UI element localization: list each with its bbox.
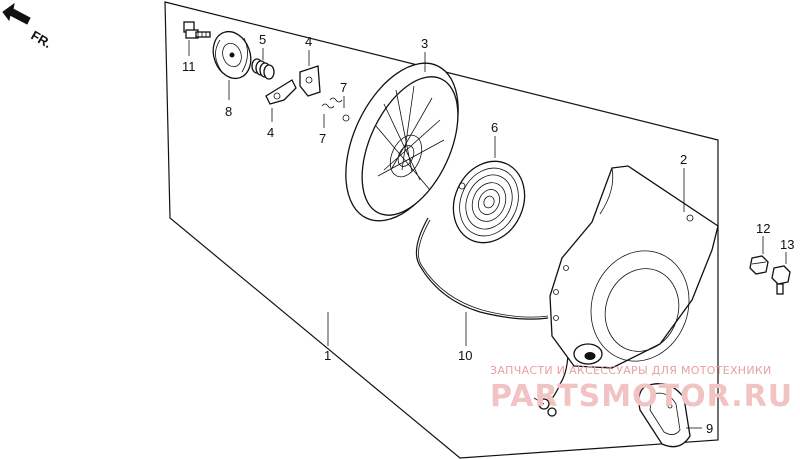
part-4-ratchet-upper (299, 65, 321, 97)
callout-8: 8 (225, 104, 232, 119)
part-13-bolt (771, 265, 791, 295)
front-direction-indicator: FR. (2, 2, 55, 51)
front-label: FR. (29, 28, 55, 51)
callout-10: 10 (458, 348, 472, 363)
part-4-ratchet-lower (265, 79, 297, 105)
part-3-reel (345, 62, 459, 222)
watermark: ЗАПЧАСТИ И АКСЕССУАРЫ ДЛЯ МОТОТЕХНИКИ PA… (490, 364, 793, 414)
callout-2: 2 (680, 152, 687, 167)
callout-9: 9 (706, 421, 713, 436)
callout-11: 11 (182, 59, 196, 74)
callout-3: 3 (421, 36, 428, 51)
part-11-bolt (183, 21, 211, 39)
assembly-outline (164, 1, 719, 459)
part-12-flange-nut (749, 255, 769, 275)
callout-5: 5 (259, 32, 266, 47)
part-9-starter-grip (638, 383, 691, 448)
front-arrow-icon (2, 2, 31, 25)
watermark-brand: PARTSMOTOR.RU (490, 379, 793, 414)
callout-labels: 11 8 5 4 4 7 7 3 6 2 1 10 12 13 9 (182, 32, 794, 436)
callout-7-lower: 7 (319, 131, 326, 146)
part-2-starter-case (549, 165, 719, 369)
part-7-springs (321, 97, 350, 122)
part-10-starter-rope (415, 217, 569, 407)
callout-1: 1 (324, 348, 331, 363)
callout-13: 13 (780, 237, 794, 252)
watermark-tagline: ЗАПЧАСТИ И АКСЕССУАРЫ ДЛЯ МОТОТЕХНИКИ (490, 364, 772, 377)
part-6-recoil-spring (452, 160, 526, 244)
callout-4-upper: 4 (305, 34, 312, 49)
callout-4-lower: 4 (267, 125, 274, 140)
callout-12: 12 (756, 221, 770, 236)
callout-6: 6 (491, 120, 498, 135)
leader-lines (188, 40, 787, 429)
rope-knot (533, 397, 557, 417)
part-8-ratchet-guide (212, 30, 252, 80)
part-5-spring (251, 58, 275, 80)
callout-7-upper: 7 (340, 80, 347, 95)
